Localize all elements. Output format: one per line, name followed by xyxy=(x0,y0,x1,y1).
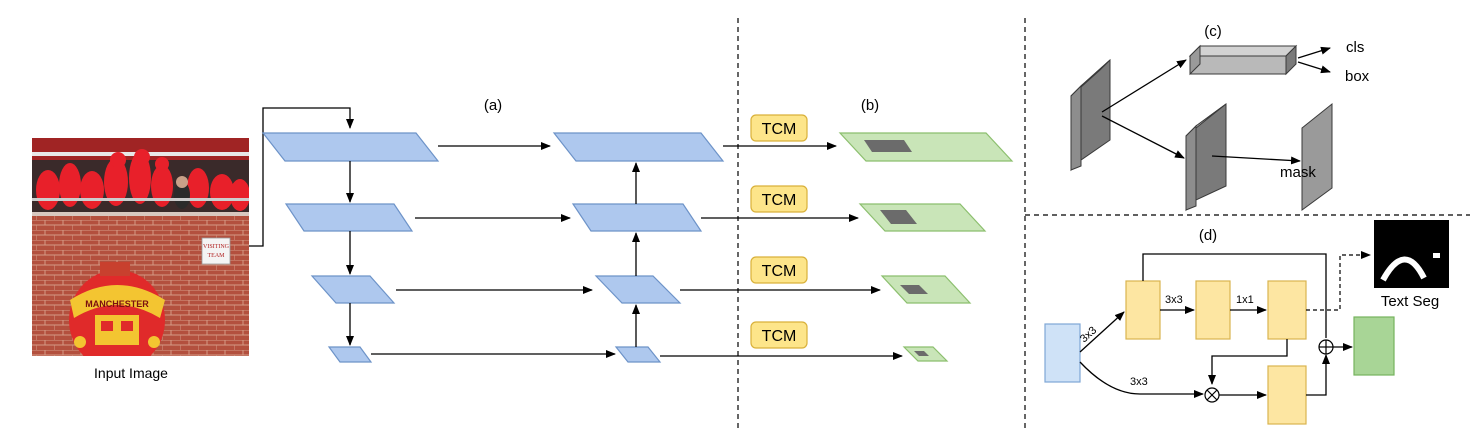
mask-output-slab xyxy=(1301,102,1333,211)
mask-label: mask xyxy=(1280,164,1316,181)
conv-block-4 xyxy=(1267,365,1307,425)
section-d-label: (d) xyxy=(1199,227,1217,244)
seg-branch-dashed xyxy=(1306,251,1371,311)
output-map-3 xyxy=(880,275,972,304)
conv-block-3 xyxy=(1267,280,1307,340)
tcm-module-1: TCM xyxy=(750,114,808,142)
roi-feature-slab xyxy=(1070,58,1111,172)
fpn-level-1 xyxy=(552,132,725,162)
backbone-level-1 xyxy=(261,132,440,162)
fc-to-box-arrow xyxy=(1297,61,1331,74)
conv-3x3-label-b: 3x3 xyxy=(1165,294,1183,306)
conv-block-2 xyxy=(1195,280,1231,340)
circle-times-icon xyxy=(1204,387,1220,403)
sign-text-line2: TEAM xyxy=(208,253,226,259)
conv-3x3-label-a: 3x3 xyxy=(1078,324,1099,345)
backbone-level-4 xyxy=(327,346,373,363)
tcm-module-2: TCM xyxy=(750,185,808,213)
tcm-label-2: TCM xyxy=(762,192,797,209)
backbone-level-2 xyxy=(284,203,414,232)
fc-layer-bar xyxy=(1188,44,1298,76)
sign-text-line1: VISITING xyxy=(203,244,230,250)
input-to-multiply xyxy=(1079,361,1204,398)
tcm-label-3: TCM xyxy=(762,263,797,280)
fpn-level-4 xyxy=(614,346,662,363)
tcm-output-block xyxy=(1353,316,1395,376)
club-crest-icon: MANCHESTER xyxy=(69,270,165,356)
tcm-module-4: TCM xyxy=(750,321,808,349)
conv-3x3-label-c: 3x3 xyxy=(1130,376,1148,388)
input-connector xyxy=(249,107,354,247)
mask-feature-slab xyxy=(1185,103,1227,212)
conv4-to-add xyxy=(1306,354,1330,396)
output-map-4 xyxy=(902,346,949,362)
text-seg-image xyxy=(1374,220,1449,288)
output-map-2 xyxy=(858,203,987,232)
mask-conv-arrow xyxy=(1211,155,1301,165)
input-to-conv1-arrow xyxy=(1079,311,1125,353)
conv-1x1-label: 1x1 xyxy=(1236,294,1254,306)
tcm-label-1: TCM xyxy=(762,121,797,138)
roi-to-fc-arrow xyxy=(1101,59,1187,113)
crest-text: MANCHESTER xyxy=(85,299,149,309)
tcm-input-block xyxy=(1044,323,1081,383)
input-image-label: Input Image xyxy=(94,365,168,381)
attention-branch xyxy=(1208,339,1288,385)
tcm-module-3: TCM xyxy=(750,256,808,284)
fpn-level-2 xyxy=(571,203,703,232)
input-image: VISITING TEAM MANCHESTER xyxy=(32,138,249,356)
box-label: box xyxy=(1345,68,1370,85)
tcm-label-4: TCM xyxy=(762,328,797,345)
output-map-1 xyxy=(838,132,1014,162)
circle-plus-icon xyxy=(1318,339,1334,355)
backbone-level-3 xyxy=(310,275,396,304)
section-a-label: (a) xyxy=(484,97,502,114)
skip-connection xyxy=(1142,253,1327,338)
fpn-level-3 xyxy=(594,275,682,304)
section-c-label: (c) xyxy=(1204,23,1222,40)
conv-block-1 xyxy=(1125,280,1161,340)
fc-to-cls-arrow xyxy=(1297,46,1331,59)
cls-label: cls xyxy=(1346,39,1364,56)
section-b-label: (b) xyxy=(861,97,879,114)
text-seg-label: Text Seg xyxy=(1381,293,1439,310)
roi-to-mask-arrow xyxy=(1101,115,1185,159)
